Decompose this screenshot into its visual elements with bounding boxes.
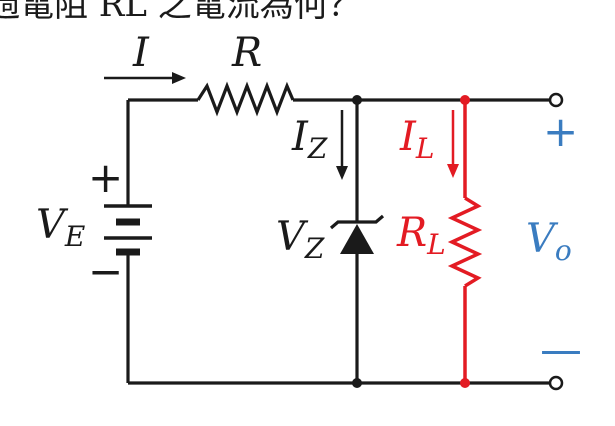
label-il: IL [399, 114, 434, 165]
junction-dot [460, 95, 470, 105]
current-arrow-i [104, 72, 186, 84]
label-r: R [231, 30, 262, 76]
label-i: I [132, 30, 150, 76]
source-minus-sign: − [88, 247, 123, 296]
current-arrow-il [447, 110, 459, 178]
junction-dot [352, 378, 362, 388]
label-rl: RL [396, 210, 446, 261]
junctions [352, 95, 470, 388]
label-ve: VE [36, 202, 85, 253]
output-minus-sign: — [540, 325, 582, 374]
wires [126, 81, 550, 385]
output-terminal-top [548, 92, 564, 108]
junction-dot [352, 95, 362, 105]
current-arrow-iz [336, 110, 348, 180]
label-vz: VZ [276, 214, 325, 265]
load-branch [447, 100, 483, 383]
output-terminal-bottom [548, 375, 564, 391]
label-iz: IZ [291, 114, 328, 165]
output-terminals [548, 92, 564, 391]
load-resistor-rl [447, 196, 483, 288]
zener-diode [329, 214, 385, 254]
output-plus-sign: + [543, 107, 578, 156]
label-vo: Vo [526, 216, 572, 267]
battery-ve [104, 204, 152, 256]
junction-dot [460, 378, 470, 388]
question-text: 過電阻 RL 之電流為何？ [0, 0, 362, 25]
resistor-r [196, 81, 295, 117]
source-plus-sign: + [88, 153, 123, 202]
